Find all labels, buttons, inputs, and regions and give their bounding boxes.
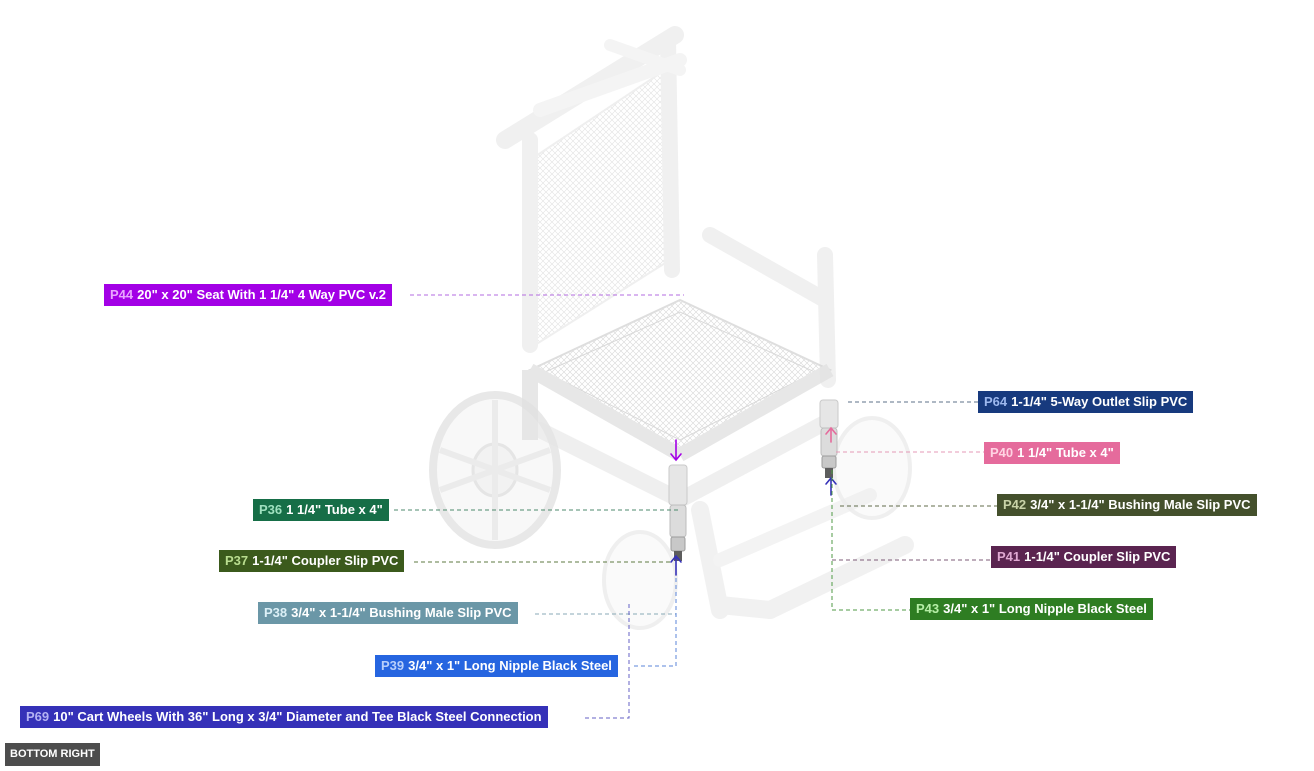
part-code: P38 bbox=[264, 605, 288, 620]
part-name: 3/4" x 1" Long Nipple Black Steel bbox=[943, 601, 1147, 616]
part-code: P64 bbox=[984, 394, 1008, 409]
part-name: 3/4" x 1-1/4" Bushing Male Slip PVC bbox=[1030, 497, 1251, 512]
part-code: P37 bbox=[225, 553, 249, 568]
part-code: P41 bbox=[997, 549, 1021, 564]
view-orientation-badge: BOTTOM RIGHT bbox=[5, 743, 100, 766]
part-name: 20" x 20" Seat With 1 1/4" 4 Way PVC v.2 bbox=[137, 287, 387, 302]
part-code: P69 bbox=[26, 709, 50, 724]
backrest bbox=[496, 26, 687, 353]
part-name: 1-1/4" 5-Way Outlet Slip PVC bbox=[1011, 394, 1188, 409]
seat bbox=[522, 298, 834, 462]
direction-arrows bbox=[670, 426, 837, 576]
part-code: P39 bbox=[381, 658, 405, 673]
part-name: 3/4" x 1-1/4" Bushing Male Slip PVC bbox=[291, 605, 512, 620]
part-name: 10" Cart Wheels With 36" Long x 3/4" Dia… bbox=[53, 709, 542, 724]
part-name: 3/4" x 1" Long Nipple Black Steel bbox=[408, 658, 612, 673]
part-name: 1 1/4" Tube x 4" bbox=[1017, 445, 1114, 460]
part-code: P36 bbox=[259, 502, 283, 517]
right-leg-parts bbox=[819, 399, 839, 478]
armrest bbox=[702, 227, 836, 388]
part-name: 1-1/4" Coupler Slip PVC bbox=[252, 553, 399, 568]
part-code: P42 bbox=[1003, 497, 1027, 512]
leader-lines bbox=[394, 294, 998, 719]
part-name: 1 1/4" Tube x 4" bbox=[286, 502, 383, 517]
rear-wheel bbox=[429, 391, 561, 549]
part-name: 1-1/4" Coupler Slip PVC bbox=[1024, 549, 1171, 564]
left-leg-parts bbox=[668, 464, 688, 561]
part-code: P40 bbox=[990, 445, 1014, 460]
base-frame bbox=[532, 412, 914, 619]
part-code: P44 bbox=[110, 287, 134, 302]
part-code: P43 bbox=[916, 601, 940, 616]
